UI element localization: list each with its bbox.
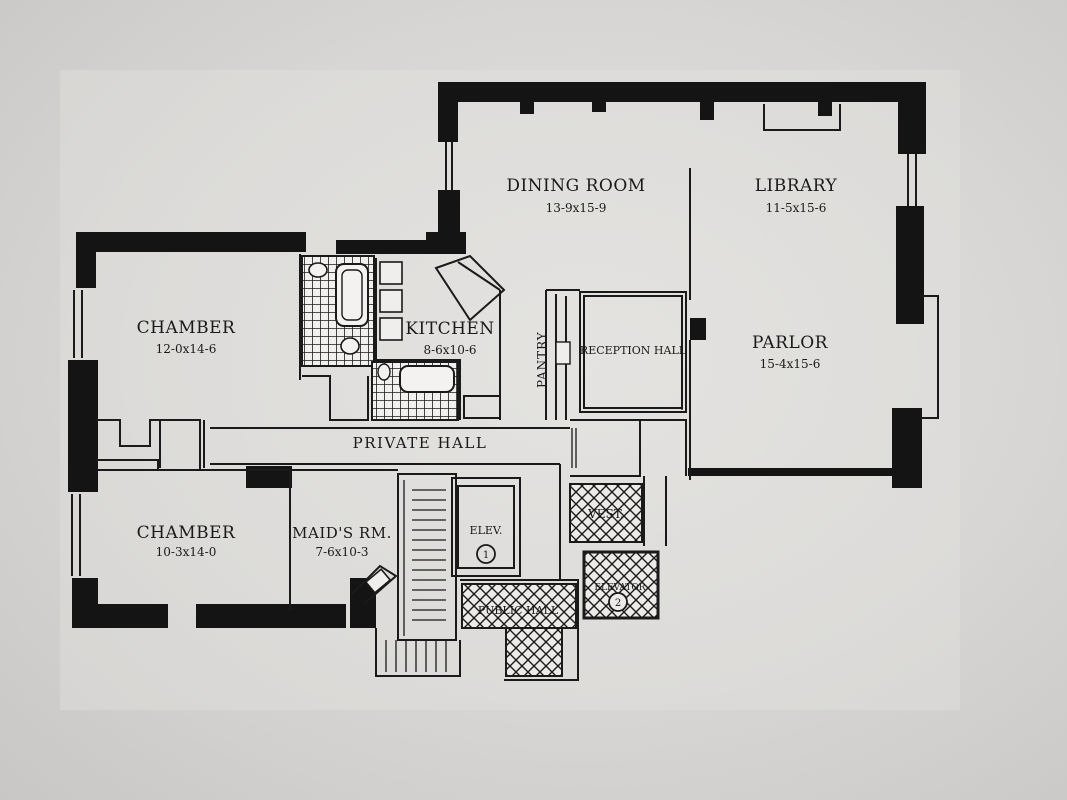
vestibule-floor xyxy=(569,483,643,543)
toilet-2 xyxy=(377,363,391,381)
bathtub-2 xyxy=(399,365,455,393)
library-name: LIBRARY xyxy=(755,176,838,196)
chamber-2-dims: 10-3x14-0 xyxy=(156,545,217,559)
elevator-2-label: ELEVATOR xyxy=(594,583,645,593)
elevator-2-number: 2 xyxy=(615,598,621,609)
basin-1 xyxy=(308,262,328,278)
chamber-2-name: CHAMBER xyxy=(137,523,236,543)
interior-walls xyxy=(71,104,939,681)
cabinet-2 xyxy=(379,289,403,313)
parlor-dims: 15-4x15-6 xyxy=(760,357,821,371)
dining-room-dims: 13-9x15-9 xyxy=(546,201,607,215)
kitchen-name: KITCHEN xyxy=(405,319,494,339)
reception-hall-label: RECEPTION HALL xyxy=(580,344,687,357)
room-labels: DINING ROOM 13-9x15-9 LIBRARY 11-5x15-6 … xyxy=(137,176,838,617)
elevator-1-marker xyxy=(476,544,496,564)
maid-room-fixture xyxy=(364,568,392,594)
kitchen-dims: 8-6x10-6 xyxy=(423,343,476,357)
library-dims: 11-5x15-6 xyxy=(766,201,827,215)
public-hall-floor-2 xyxy=(505,627,563,677)
elevator-1-label: ELEV. xyxy=(470,524,503,537)
elevator-1-number: 1 xyxy=(483,550,489,561)
pantry-sink xyxy=(555,341,571,365)
private-hall-label: PRIVATE HALL xyxy=(353,434,488,452)
dining-room-name: DINING ROOM xyxy=(506,176,645,196)
vest-label: VEST. xyxy=(587,507,624,521)
bathtub-1 xyxy=(335,263,369,327)
exterior-walls xyxy=(68,82,926,628)
maids-room-name: MAID'S RM. xyxy=(292,524,392,542)
elevator-2-marker xyxy=(608,592,628,612)
chamber-1-name: CHAMBER xyxy=(137,318,236,338)
public-hall-label: PUBLIC HALL xyxy=(478,604,559,617)
toilet-1 xyxy=(340,337,360,355)
elevator-2-shaft xyxy=(582,550,660,620)
chamber-1-dims: 12-0x14-6 xyxy=(156,342,217,356)
parlor-name: PARLOR xyxy=(752,333,829,353)
cabinet-1 xyxy=(379,261,403,285)
maids-room-dims: 7-6x10-3 xyxy=(315,545,368,559)
cabinet-3 xyxy=(379,317,403,341)
pantry-label: PANTRY xyxy=(535,331,549,388)
fixtures xyxy=(301,255,660,677)
